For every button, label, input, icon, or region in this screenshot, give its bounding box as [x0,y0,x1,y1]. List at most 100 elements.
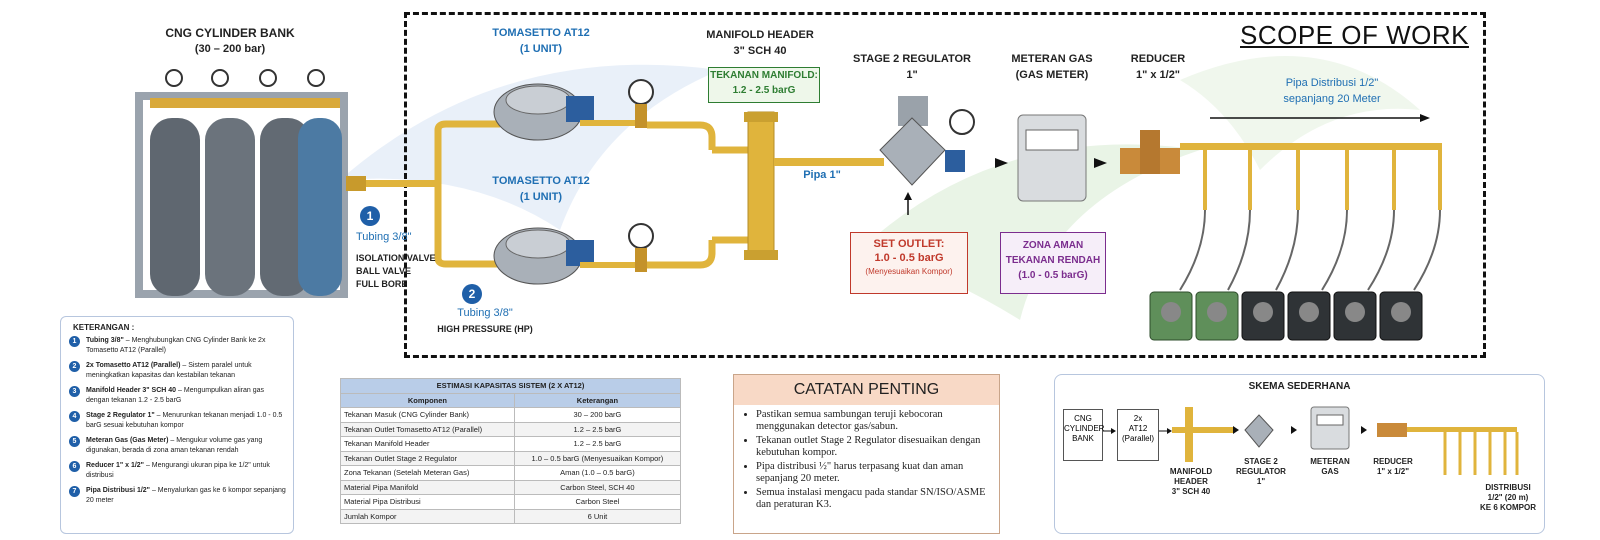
skema-sederhana-panel: SKEMA SEDERHANA CNG CYLINDER BANK 2x AT1… [1054,374,1545,534]
keterangan-item-number: 1 [69,336,80,347]
keterangan-item: 7 Pipa Distribusi 1/2" – Menyalurkan gas … [69,486,287,506]
keterangan-item-text: Pipa Distribusi 1/2" – Menyalurkan gas k… [86,486,287,506]
skema-at12-l1: 2x [1133,414,1143,423]
skema-meter-label: METERAN GAS [1305,457,1355,477]
skema-dist-label: DISTRIBUSI 1/2" (20 m) KE 6 KOMPOR [1475,483,1541,513]
gas-meter-sub: (GAS METER) [1015,69,1089,81]
catatan-list: Pastikan semua sambungan teruji kebocora… [734,409,999,511]
skema-title: SKEMA SEDERHANA [1248,381,1351,392]
estimasi-cell-keterangan: 30 – 200 barG [513,407,682,423]
skema-manifold-label: MANIFOLD HEADER 3" SCH 40 [1161,467,1221,497]
catatan-title: CATATAN PENTING [734,375,999,405]
estimasi-header-komponen: Komponen [340,392,515,408]
skema-reducer-l1: REDUCER [1373,457,1413,466]
keterangan-item-desc: – Menyalurkan gas ke 6 kompor sepanjang … [86,487,286,504]
skema-cng-l1: CNG [1074,414,1092,423]
estimasi-cell-komponen: Zona Tekanan (Setelah Meteran Gas) [340,465,515,481]
marker1-valve-3: FULL BORE [356,279,408,289]
skema-cng-box: CNG CYLINDER BANK [1063,409,1105,461]
keterangan-item-bold: Meteran Gas (Gas Meter) [86,437,169,444]
estimasi-cell-keterangan: 6 Unit [513,508,682,524]
keterangan-item-bold: Reducer 1" x 1/2" [86,462,144,469]
distribusi-line2: sepanjang 20 Meter [1283,93,1381,105]
estimasi-cell-keterangan: 1.2 – 2.5 barG [513,421,682,437]
keterangan-item-text: Tubing 3/8" – Menghubungkan CNG Cylinder… [86,336,287,356]
cng-cylinders [150,118,342,296]
tomasetto-bottom-title: TOMASETTO AT12 [492,175,590,187]
keterangan-item-desc: – Mengumpulkan aliran gas dengan tekanan… [86,387,265,404]
keterangan-item-bold: Tubing 3/8" [86,337,124,344]
process-diagram [135,69,1442,341]
set-outlet-callout: SET OUTLET: 1.0 - 0.5 barG (Menyesuaikan… [850,232,968,294]
marker2-hp: HIGH PRESSURE (HP) [437,324,533,334]
keterangan-item-number: 2 [69,361,80,372]
skema-reducer-l2: 1" x 1/2" [1376,467,1410,476]
estimasi-cell-keterangan: Carbon Steel, SCH 40 [513,479,682,495]
skema-cng-l2: CYLINDER [1064,424,1105,433]
skema-manifold-l2: HEADER [1174,477,1208,486]
zona-l1: ZONA AMAN [1022,240,1084,251]
tomasetto-top-title: TOMASETTO AT12 [492,27,590,39]
estimasi-cell-keterangan: 1.2 – 2.5 barG [513,436,682,452]
catatan-item: Semua instalasi mengacu pada standar SN/… [756,487,999,511]
tomasetto-bottom [493,223,716,285]
estimasi-cell-komponen: Tekanan Manifold Header [340,436,515,452]
keterangan-item-number: 5 [69,436,80,447]
keterangan-item-number: 4 [69,411,80,422]
estimasi-cell-komponen: Tekanan Masuk (CNG Cylinder Bank) [340,407,515,423]
keterangan-item-bold: Pipa Distribusi 1/2" [86,487,151,494]
catatan-item: Pipa distribusi ½" harus terpasang kuat … [756,461,999,485]
skema-stage2-l2: REGULATOR [1236,467,1286,476]
estimasi-table: ESTIMASI KAPASITAS SISTEM (2 X AT12) Kom… [340,378,682,524]
gas-meter-title: METERAN GAS [1011,53,1093,65]
zona-aman-callout: ZONA AMAN TEKANAN RENDAH (1.0 - 0.5 barG… [1000,232,1106,294]
skema-at12-l3: (Parallel) [1121,434,1154,443]
keterangan-item-text: Reducer 1" x 1/2" – Mengurangi ukuran pi… [86,461,287,481]
keterangan-item-text: Stage 2 Regulator 1" – Menurunkan tekana… [86,411,287,431]
skema-diagram [1103,406,1519,475]
stoves [1149,291,1423,341]
keterangan-item-desc: – Menurunkan tekanan menjadi 1.0 - 0.5 b… [86,412,283,429]
tomasetto-top-units: (1 UNIT) [519,43,563,55]
skema-meter-l1: METERAN [1310,457,1350,466]
skema-stage2-label: STAGE 2 REGULATOR 1" [1231,457,1291,487]
skema-at12-l2: AT12 [1128,424,1148,433]
estimasi-header-keterangan: Keterangan [513,392,682,408]
estimasi-row: Zona Tekanan (Setelah Meteran Gas)Aman (… [340,465,682,481]
skema-dist-l1: DISTRIBUSI [1485,483,1531,492]
set-outlet-title: SET OUTLET: [873,238,945,250]
catatan-penting-panel: CATATAN PENTING Pastikan semua sambungan… [733,374,1000,534]
keterangan-item: 5 Meteran Gas (Gas Meter) – Mengukur volu… [69,436,287,456]
keterangan-item: 1 Tubing 3/8" – Menghubungkan CNG Cylinde… [69,336,287,356]
manifold-pressure-value: 1.2 - 2.5 barG [732,85,796,96]
manifold-header [747,111,775,259]
keterangan-item-text: Meteran Gas (Gas Meter) – Mengukur volum… [86,436,287,456]
set-outlet-value: 1.0 - 0.5 barG [874,252,944,264]
distribution-drops [1203,150,1442,210]
reducer-size: 1" x 1/2" [1135,69,1181,81]
keterangan-item-number: 6 [69,461,80,472]
keterangan-item-number: 3 [69,386,80,397]
marker2-tubing: Tubing 3/8" [457,307,513,319]
stage2-title: STAGE 2 REGULATOR [853,53,971,65]
estimasi-cell-keterangan: Aman (1.0 – 0.5 barG) [513,465,682,481]
marker1-tubing: Tubing 3/8" [356,231,412,243]
pipe-1inch-label: Pipa 1" [803,169,841,181]
keterangan-list: 1 Tubing 3/8" – Menghubungkan CNG Cylinde… [61,336,293,506]
estimasi-row: Tekanan Outlet Tomasetto AT12 (Parallel)… [340,421,682,437]
cylinder-bank-range: (30 – 200 bar) [194,43,266,55]
keterangan-item: 6 Reducer 1" x 1/2" – Mengurangi ukuran p… [69,461,287,481]
marker-1: 1 [360,206,380,226]
skema-reducer-label: REDUCER 1" x 1/2" [1365,457,1421,477]
skema-dist-l2: 1/2" (20 m) [1487,493,1529,502]
marker1-valve-2: BALL VALVE [356,266,412,276]
keterangan-item-bold: 2x Tomasetto AT12 (Parallel) [86,362,181,369]
keterangan-item-number: 7 [69,486,80,497]
marker1-valve-1: ISOLATION VALVE [356,253,436,263]
estimasi-cell-keterangan: Carbon Steel [513,494,682,510]
